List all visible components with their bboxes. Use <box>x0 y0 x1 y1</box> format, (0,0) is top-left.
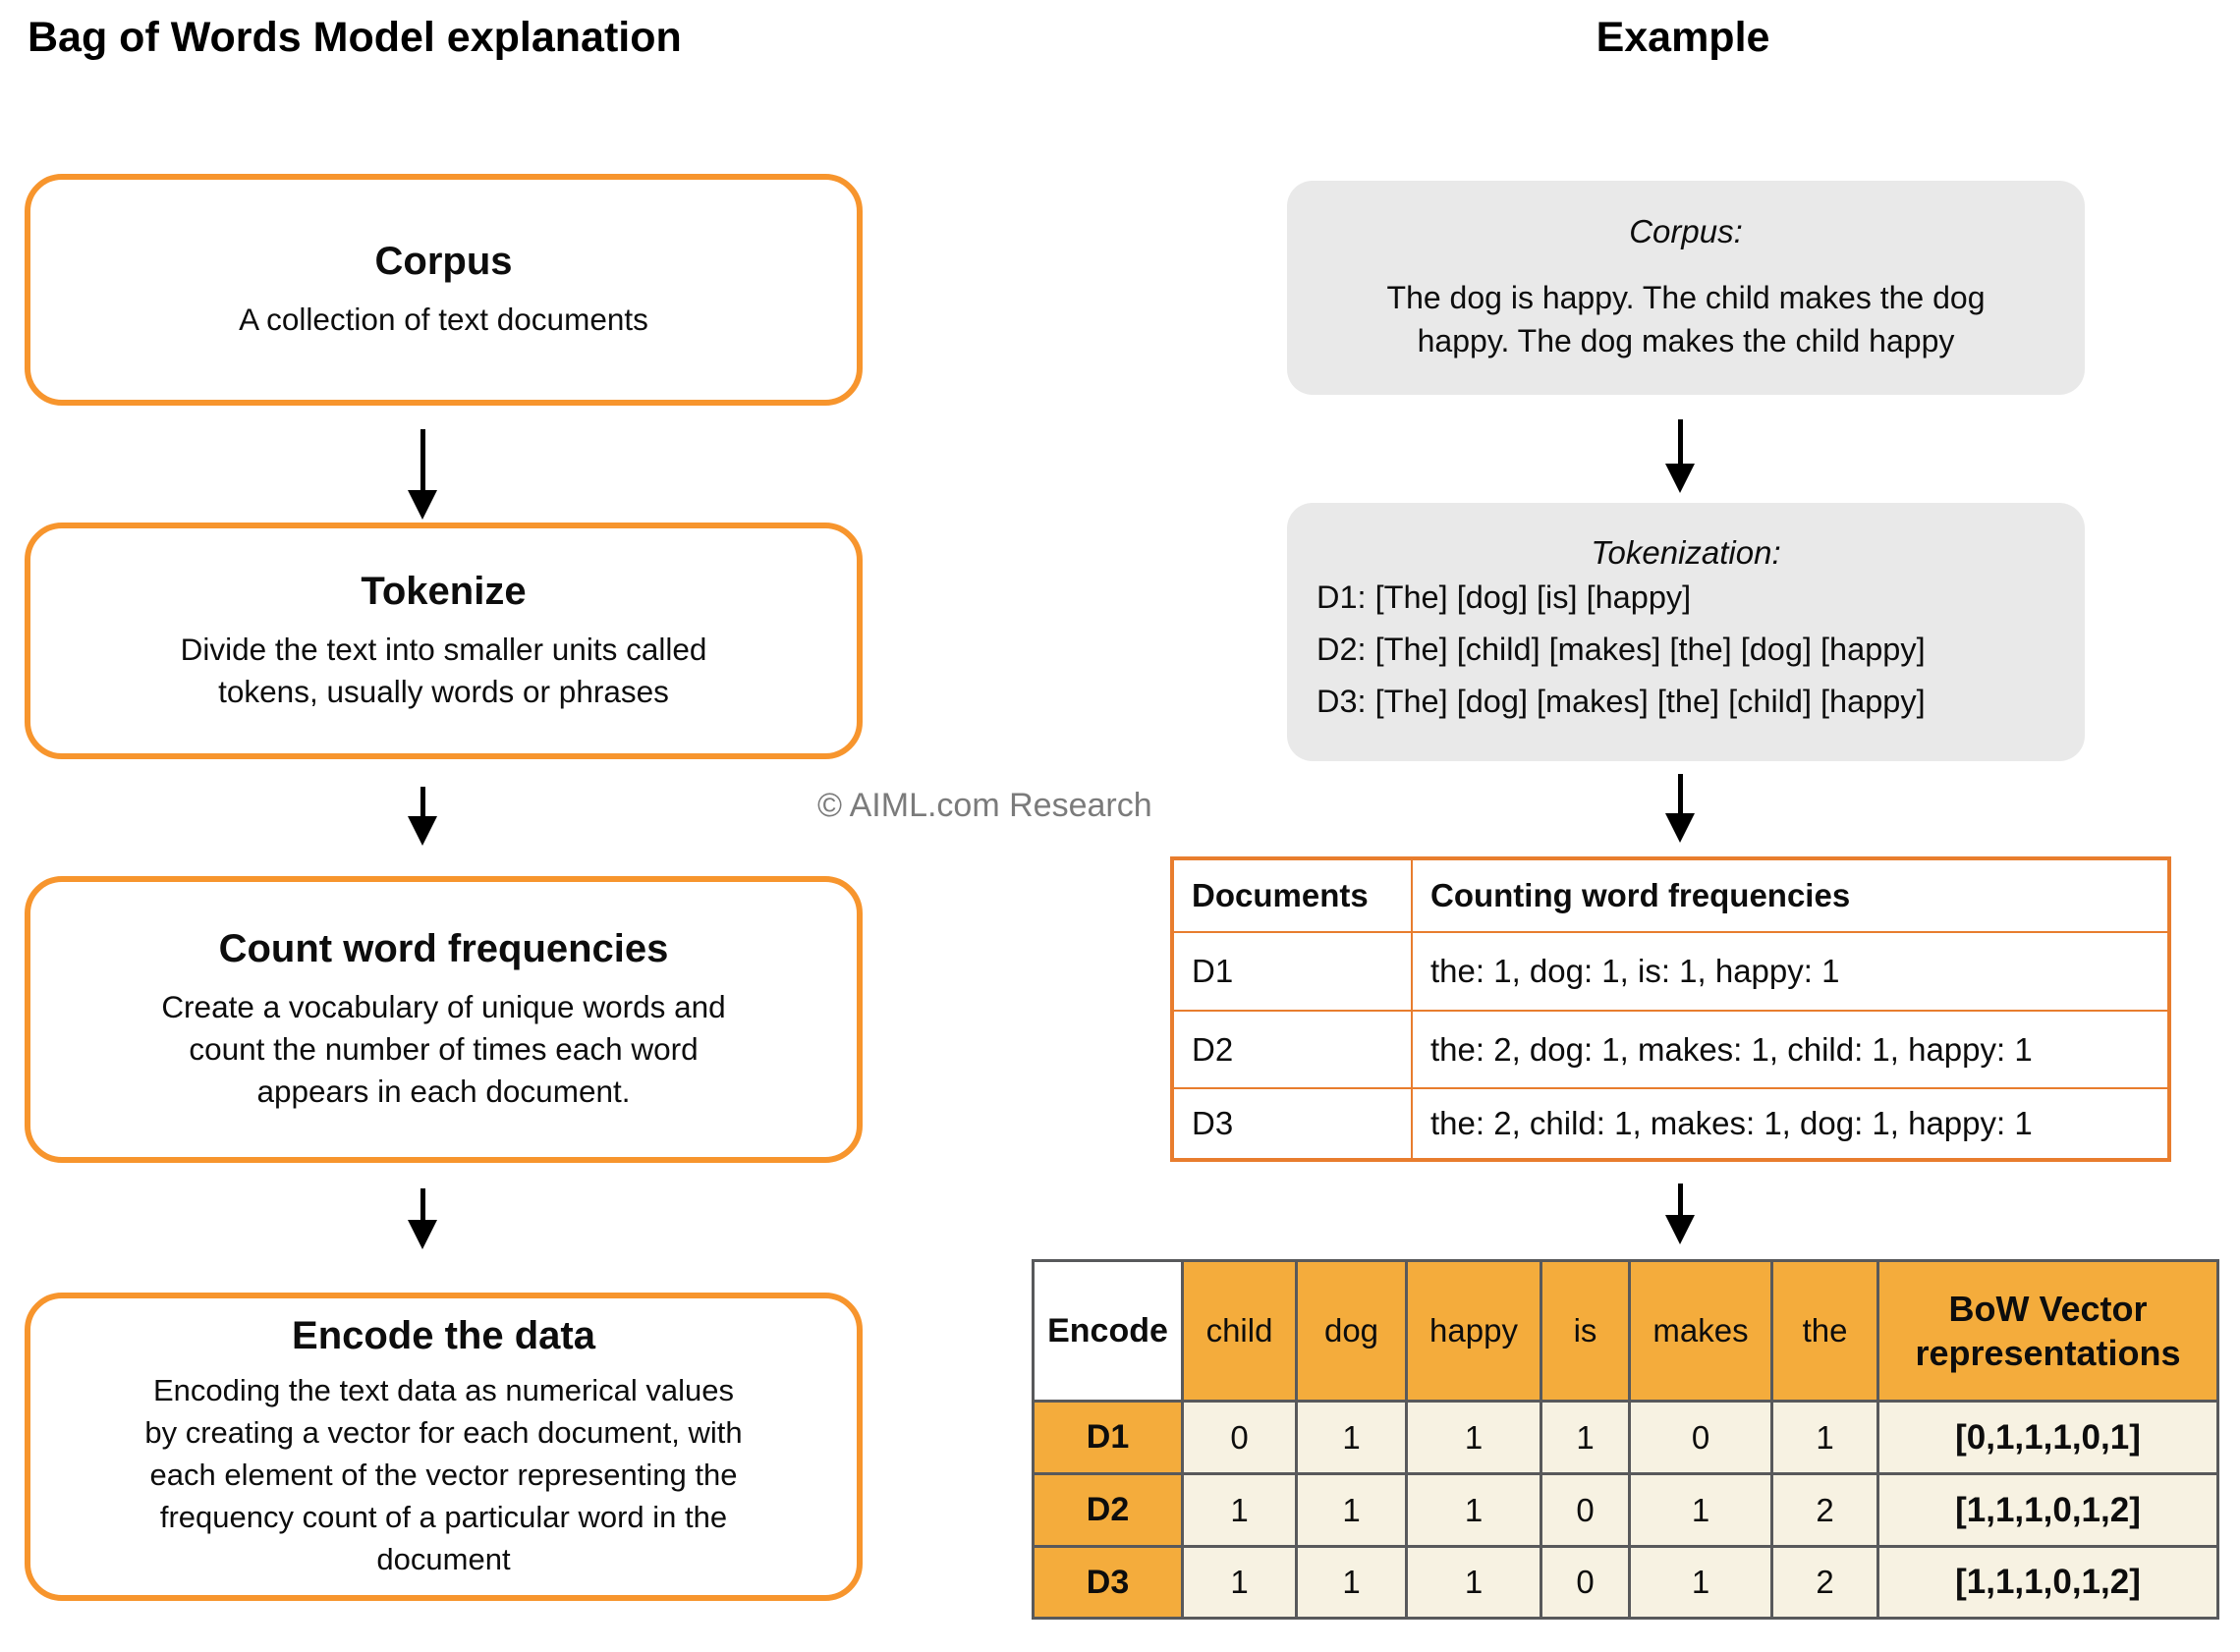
arrow-down-icon <box>408 1188 437 1249</box>
watermark: © AIML.com Research <box>817 787 1152 824</box>
right-column-title: Example <box>1596 14 1770 61</box>
count-cell: 1 <box>1181 1472 1298 1548</box>
encode-corner-header: Encode <box>1032 1259 1184 1403</box>
flow-box-body: Create a vocabulary of unique words and … <box>161 988 726 1109</box>
flow-box-title: Count word frequencies <box>218 926 669 970</box>
table-row: Documents Counting word frequencies <box>1171 857 2170 933</box>
flow-box-encode-the-data: Encode the data Encoding the text data a… <box>25 1293 863 1601</box>
encode-row-label: D2 <box>1032 1472 1184 1548</box>
freq-header-counting: Counting word frequencies <box>1411 857 2170 933</box>
tokenization-lines: D1: [The] [dog] [is] [happy] D2: [The] [… <box>1316 579 1926 719</box>
encode-row-label: D1 <box>1032 1400 1184 1475</box>
count-cell: 0 <box>1628 1400 1773 1475</box>
flow-box-tokenize: Tokenize Divide the text into smaller un… <box>25 523 863 759</box>
freq-doc-cell: D1 <box>1171 931 1413 1012</box>
arrow-down-icon <box>1665 774 1695 843</box>
count-cell: 1 <box>1295 1472 1408 1548</box>
count-cell: 1 <box>1405 1400 1542 1475</box>
count-cell: 2 <box>1770 1545 1879 1620</box>
flow-box-count-word-frequencies: Count word frequencies Create a vocabula… <box>25 876 863 1163</box>
encode-row-label: D3 <box>1032 1545 1184 1620</box>
encode-word-header: makes <box>1628 1259 1773 1403</box>
count-cell: 1 <box>1181 1545 1298 1620</box>
flow-box-corpus: Corpus A collection of text documents <box>25 174 863 406</box>
freq-counts-cell: the: 2, dog: 1, makes: 1, child: 1, happ… <box>1411 1010 2170 1089</box>
freq-doc-cell: D2 <box>1171 1010 1413 1089</box>
count-cell: 1 <box>1540 1400 1631 1475</box>
bow-encode-table: Encode child dog happy is makes the BoW … <box>1032 1259 2219 1620</box>
left-column-title: Bag of Words Model explanation <box>28 14 682 61</box>
table-row: D2 the: 2, dog: 1, makes: 1, child: 1, h… <box>1171 1010 2170 1089</box>
bow-vector-cell: [1,1,1,0,1,2] <box>1876 1545 2219 1620</box>
example-corpus-title: Corpus: <box>1629 213 1743 249</box>
encode-vector-header: BoW Vector representations <box>1876 1259 2219 1403</box>
arrow-down-icon <box>408 787 437 846</box>
arrow-down-icon <box>408 429 437 520</box>
freq-doc-cell: D3 <box>1171 1087 1413 1161</box>
flow-box-title: Encode the data <box>292 1313 595 1357</box>
count-cell: 1 <box>1628 1545 1773 1620</box>
table-row: D3 the: 2, child: 1, makes: 1, dog: 1, h… <box>1171 1087 2170 1161</box>
count-cell: 2 <box>1770 1472 1879 1548</box>
encode-word-header: dog <box>1295 1259 1408 1403</box>
example-tokenization-box: Tokenization: D1: [The] [dog] [is] [happ… <box>1287 503 2085 761</box>
example-corpus-body: The dog is happy. The child makes the do… <box>1386 280 1986 358</box>
flow-box-body: Encoding the text data as numerical valu… <box>144 1372 743 1576</box>
encode-word-header: happy <box>1405 1259 1542 1403</box>
encode-word-header: child <box>1181 1259 1298 1403</box>
example-corpus-box: Corpus: The dog is happy. The child make… <box>1287 181 2085 395</box>
flow-box-body: A collection of text documents <box>239 301 648 337</box>
table-row: D2 1 1 1 0 1 2 [1,1,1,0,1,2] <box>1032 1472 2219 1548</box>
freq-counts-cell: the: 1, dog: 1, is: 1, happy: 1 <box>1411 931 2170 1012</box>
count-cell: 1 <box>1295 1400 1408 1475</box>
count-cell: 1 <box>1770 1400 1879 1475</box>
example-tokenization-title: Tokenization: <box>1591 534 1781 571</box>
count-cell: 0 <box>1181 1400 1298 1475</box>
count-cell: 0 <box>1540 1472 1631 1548</box>
word-frequency-table: Documents Counting word frequencies D1 t… <box>1170 856 2171 1162</box>
arrow-down-icon <box>1665 419 1695 493</box>
table-row: Encode child dog happy is makes the BoW … <box>1032 1259 2219 1403</box>
count-cell: 1 <box>1405 1472 1542 1548</box>
bow-vector-cell: [1,1,1,0,1,2] <box>1876 1472 2219 1548</box>
table-row: D1 0 1 1 1 0 1 [0,1,1,1,0,1] <box>1032 1400 2219 1475</box>
flow-box-body: Divide the text into smaller units calle… <box>180 631 707 709</box>
encode-word-header: the <box>1770 1259 1879 1403</box>
count-cell: 1 <box>1295 1545 1408 1620</box>
freq-header-documents: Documents <box>1171 857 1413 933</box>
bow-vector-cell: [0,1,1,1,0,1] <box>1876 1400 2219 1475</box>
flow-box-title: Corpus <box>374 239 513 283</box>
encode-word-header: is <box>1540 1259 1631 1403</box>
arrow-down-icon <box>1665 1184 1695 1244</box>
count-cell: 1 <box>1405 1545 1542 1620</box>
freq-counts-cell: the: 2, child: 1, makes: 1, dog: 1, happ… <box>1411 1087 2170 1161</box>
count-cell: 0 <box>1540 1545 1631 1620</box>
count-cell: 1 <box>1628 1472 1773 1548</box>
table-row: D1 the: 1, dog: 1, is: 1, happy: 1 <box>1171 931 2170 1012</box>
table-row: D3 1 1 1 0 1 2 [1,1,1,0,1,2] <box>1032 1545 2219 1620</box>
flow-box-title: Tokenize <box>361 569 527 613</box>
